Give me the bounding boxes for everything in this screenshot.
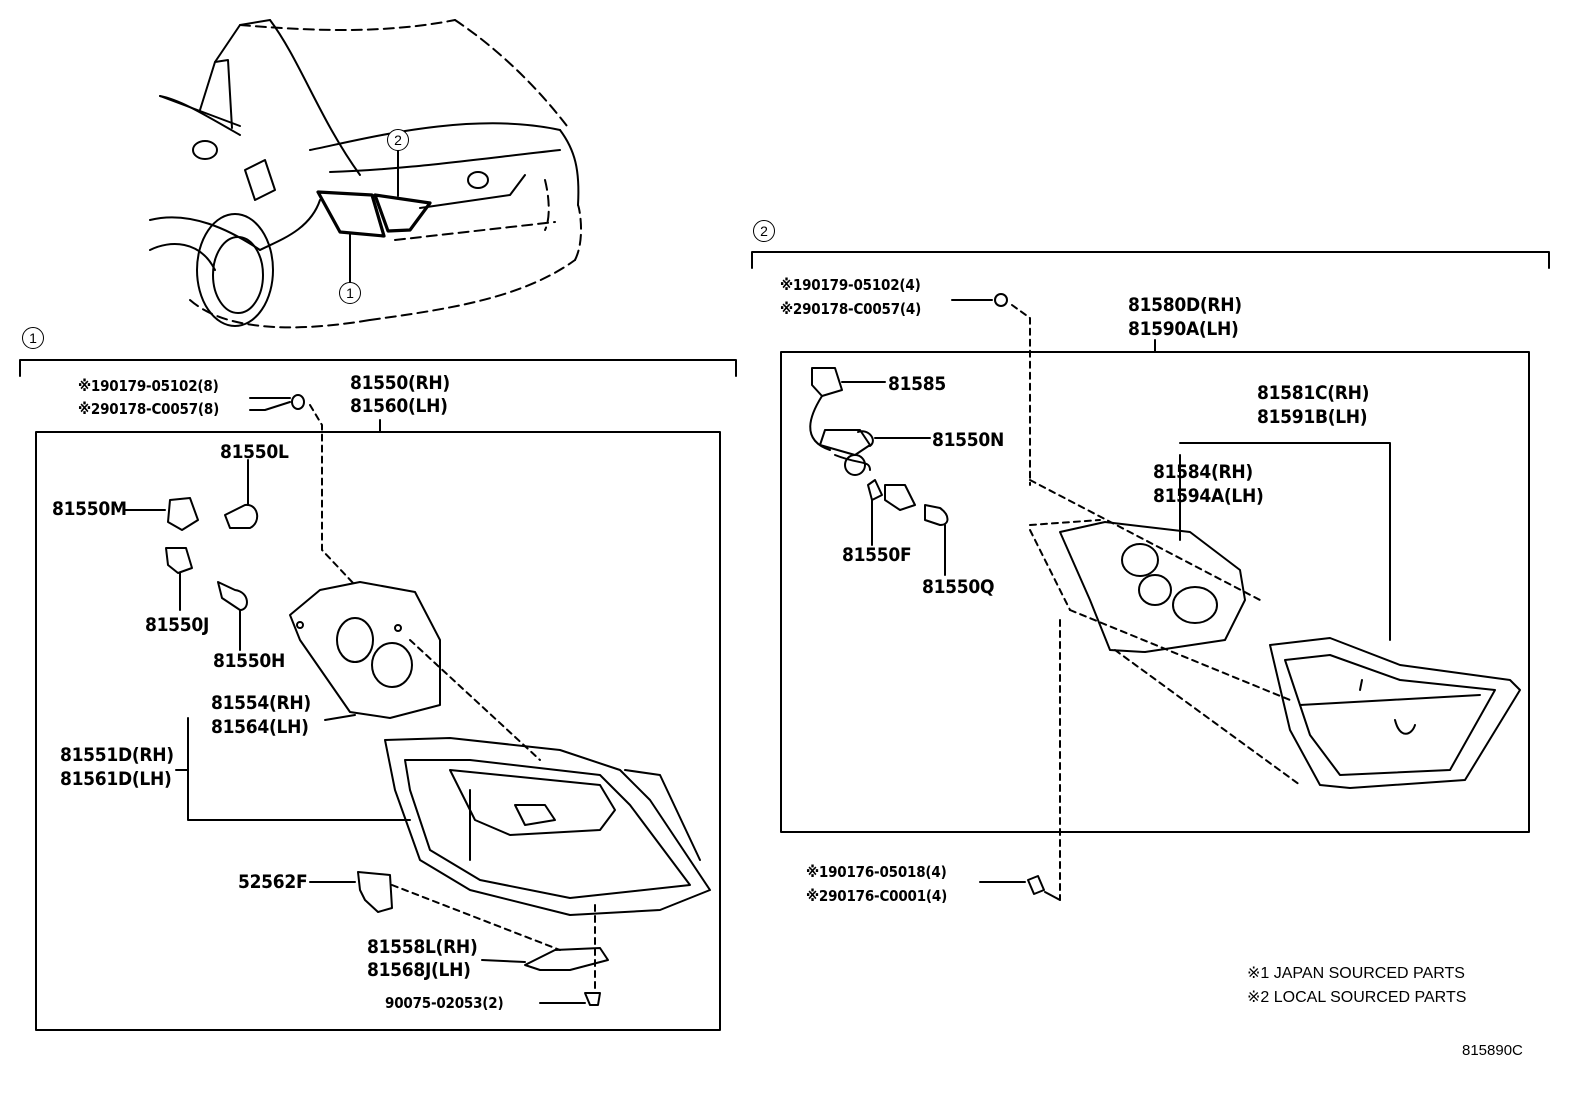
g1-screw: 90075-02053(2) (385, 994, 504, 1012)
g1-bracket-lh: 81568J(LH) (367, 959, 471, 981)
g2-lens-lh: 81591B(LH) (1257, 406, 1368, 428)
g2-socket-81550F: 81550F (842, 544, 912, 566)
g1-socket-81550M: 81550M (52, 498, 127, 520)
car-rear-view (149, 19, 582, 329)
g2-bulb-81550N: 81550N (932, 429, 1004, 451)
callout-1-car: 1 (339, 282, 361, 304)
g1-bulb-81550L: 81550L (220, 441, 289, 463)
g1-lens-rh: 81551D(RH) (60, 744, 174, 766)
g1-bracket-rh: 81558L(RH) (367, 936, 478, 958)
g2-bulb-81550Q: 81550Q (922, 576, 995, 598)
group2-parts (809, 293, 1521, 901)
note-local-sourced: ※2 LOCAL SOURCED PARTS (1247, 989, 1467, 1006)
g2-assy-rh: 81580D(RH) (1128, 294, 1242, 316)
g1-bulb-81550H: 81550H (213, 650, 285, 672)
callout-2-group: 2 (753, 220, 775, 242)
g1-gasket-lh: 81564(LH) (211, 716, 309, 738)
g2-socket-81585: 81585 (888, 373, 946, 395)
callout-1-group: 1 (22, 327, 44, 349)
g2-nut-part-2: ※290178-C0057(4) (780, 300, 922, 318)
g1-lens-lh: 81561D(LH) (60, 768, 172, 790)
g1-assy-rh: 81550(RH) (350, 372, 450, 394)
figure-code: 815890C (1462, 1042, 1523, 1059)
group1-parts (124, 394, 711, 1006)
g1-clip-52562F: 52562F (238, 871, 308, 893)
g2-bolt-part-1: ※190176-05018(4) (806, 863, 947, 881)
note-japan-sourced: ※1 JAPAN SOURCED PARTS (1247, 965, 1465, 982)
group1-frame (35, 431, 721, 1031)
g2-nut-part-1: ※190179-05102(4) (780, 276, 921, 294)
g2-gasket-lh: 81594A(LH) (1153, 485, 1264, 507)
g1-nut-part-2: ※290178-C0057(8) (78, 400, 220, 418)
g1-socket-81550J: 81550J (145, 614, 210, 636)
g1-gasket-rh: 81554(RH) (211, 692, 311, 714)
g2-assy-lh: 81590A(LH) (1128, 318, 1239, 340)
g1-assy-lh: 81560(LH) (350, 395, 448, 417)
g2-gasket-rh: 81584(RH) (1153, 461, 1253, 483)
callout-2-car: 2 (387, 129, 409, 151)
g2-lens-rh: 81581C(RH) (1257, 382, 1370, 404)
group2-bracket (751, 251, 1550, 269)
group1-bracket (19, 359, 737, 377)
group2-frame (780, 351, 1530, 833)
g2-bolt-part-2: ※290176-C0001(4) (806, 887, 948, 905)
g1-nut-part-1: ※190179-05102(8) (78, 377, 219, 395)
